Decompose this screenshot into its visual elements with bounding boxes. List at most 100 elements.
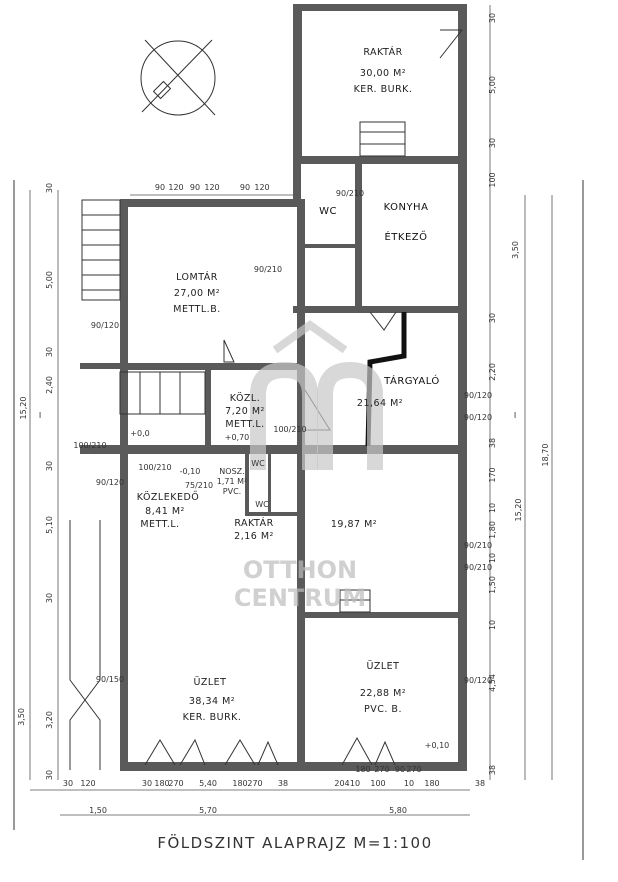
svg-text:90/120: 90/120 [464,413,492,422]
room-floor: METT.L. [140,519,179,530]
svg-text:120: 120 [168,183,183,192]
svg-text:30: 30 [63,779,73,788]
watermark-line2: CENTRUM [234,584,366,612]
watermark-logo: OTTHON CENTRUM [234,320,383,612]
svg-text:30: 30 [45,183,54,193]
svg-text:100/210: 100/210 [138,463,171,472]
svg-text:4,54: 4,54 [488,674,497,692]
svg-text:5,10: 5,10 [45,516,54,534]
svg-text:+0,70: +0,70 [225,433,250,442]
room-labels: RAKTÁR 30,00 M² KER. BURK. WC KONYHA ÉTK… [137,46,440,723]
room-area: 2,16 M² [234,531,274,542]
dimensions-bottom: 30 120 30 180 270 5,40 180 270 38 204 10… [63,765,485,815]
svg-text:270: 270 [247,779,262,788]
dimensions-top: 90 120 90 120 90 120 [155,183,270,192]
room-name: WC [255,500,269,509]
svg-text:30: 30 [45,593,54,603]
watermark-line1: OTTHON [243,556,357,584]
room-floor: PVC. [223,487,241,496]
svg-text:120: 120 [254,183,269,192]
svg-text:10: 10 [350,779,360,788]
svg-text:5,00: 5,00 [488,76,497,94]
svg-text:15,20: 15,20 [19,397,28,420]
svg-text:270: 270 [406,765,421,774]
room-area: 27,00 M² [174,288,220,299]
svg-text:3,20: 3,20 [45,711,54,729]
room-floor: KER. BURK. [354,84,413,95]
svg-text:90/210: 90/210 [464,563,492,572]
drawing-title: FÖLDSZINT ALAPRAJZ M=1:100 [157,833,432,852]
room-name: LOMTÁR [176,271,218,283]
svg-text:10: 10 [404,779,414,788]
room-area: 7,20 M² [225,406,265,417]
svg-text:10: 10 [488,553,497,563]
svg-text:1,50: 1,50 [89,806,107,815]
svg-text:10: 10 [488,620,497,630]
svg-text:30: 30 [142,779,152,788]
svg-text:-0,10: -0,10 [180,467,201,476]
svg-text:38: 38 [488,765,497,775]
svg-text:100/210: 100/210 [273,425,306,434]
svg-text:180: 180 [154,779,169,788]
room-name: NOSZ. [219,467,244,476]
dimensions-right: 30 5,00 30 100 3,50 30 2,20 38 170 10 1,… [488,13,550,775]
svg-text:120: 120 [204,183,219,192]
room-floor: PVC. B. [364,704,402,715]
svg-text:3,50: 3,50 [511,241,520,259]
svg-text:30: 30 [45,347,54,357]
svg-text:2,40: 2,40 [45,376,54,394]
svg-text:90/120: 90/120 [464,676,492,685]
room-name: KÖZL. [230,393,261,404]
north-arrow-icon [140,39,216,116]
room-floor: KER. BURK. [183,712,242,723]
svg-text:30: 30 [488,313,497,323]
svg-text:204: 204 [334,779,349,788]
svg-text:100: 100 [370,779,385,788]
svg-text:75/210: 75/210 [185,481,213,490]
room-name: KÖZLEKEDŐ [137,492,200,503]
svg-text:30: 30 [45,770,54,780]
svg-text:5,00: 5,00 [45,271,54,289]
svg-text:1,50: 1,50 [488,576,497,594]
opening-labels: 90/120 90/210 100/210 100/210 90/120 90/… [73,189,492,685]
svg-text:180: 180 [232,779,247,788]
svg-text:90/120: 90/120 [464,391,492,400]
svg-text:I: I [39,411,41,420]
room-name: KONYHA [384,202,429,213]
svg-text:90: 90 [155,183,165,192]
svg-text:18,70: 18,70 [541,444,550,467]
svg-text:1,80: 1,80 [488,521,497,539]
svg-text:270: 270 [374,765,389,774]
svg-text:5,40: 5,40 [199,779,217,788]
svg-text:30: 30 [488,138,497,148]
svg-text:170: 170 [488,467,497,482]
room-area: 38,34 M² [189,696,235,707]
room-area: 1,71 M² [217,477,247,486]
svg-text:+0,10: +0,10 [425,741,450,750]
dimensions-left: 30 5,00 30 2,40 30 15,20 5,10 30 3,20 3,… [17,183,54,780]
svg-text:38: 38 [475,779,485,788]
svg-text:3,50: 3,50 [17,708,26,726]
walls [80,4,467,771]
room-area: 21,64 M² [357,398,403,409]
svg-text:38: 38 [488,438,497,448]
svg-text:10: 10 [488,503,497,513]
svg-text:90/120: 90/120 [91,321,119,330]
room-name: ÉTKEZŐ [384,229,427,243]
level-marks: +0,0 +0,70 -0,10 +0,10 [130,429,449,750]
room-floor: METT.L. [225,419,264,430]
svg-text:90: 90 [240,183,250,192]
room-name: ÜZLET [367,661,400,672]
room-name: WC [319,206,337,217]
svg-text:100: 100 [488,172,497,187]
svg-text:+0,0: +0,0 [130,429,149,438]
svg-text:2,20: 2,20 [488,363,497,381]
room-name: WC [251,459,265,468]
room-area: 30,00 M² [360,68,406,79]
svg-text:90/150: 90/150 [96,675,124,684]
room-area: 19,87 M² [331,519,377,530]
room-floor: METTL.B. [173,304,221,315]
svg-text:90/210: 90/210 [464,541,492,550]
svg-text:100/210: 100/210 [73,441,106,450]
